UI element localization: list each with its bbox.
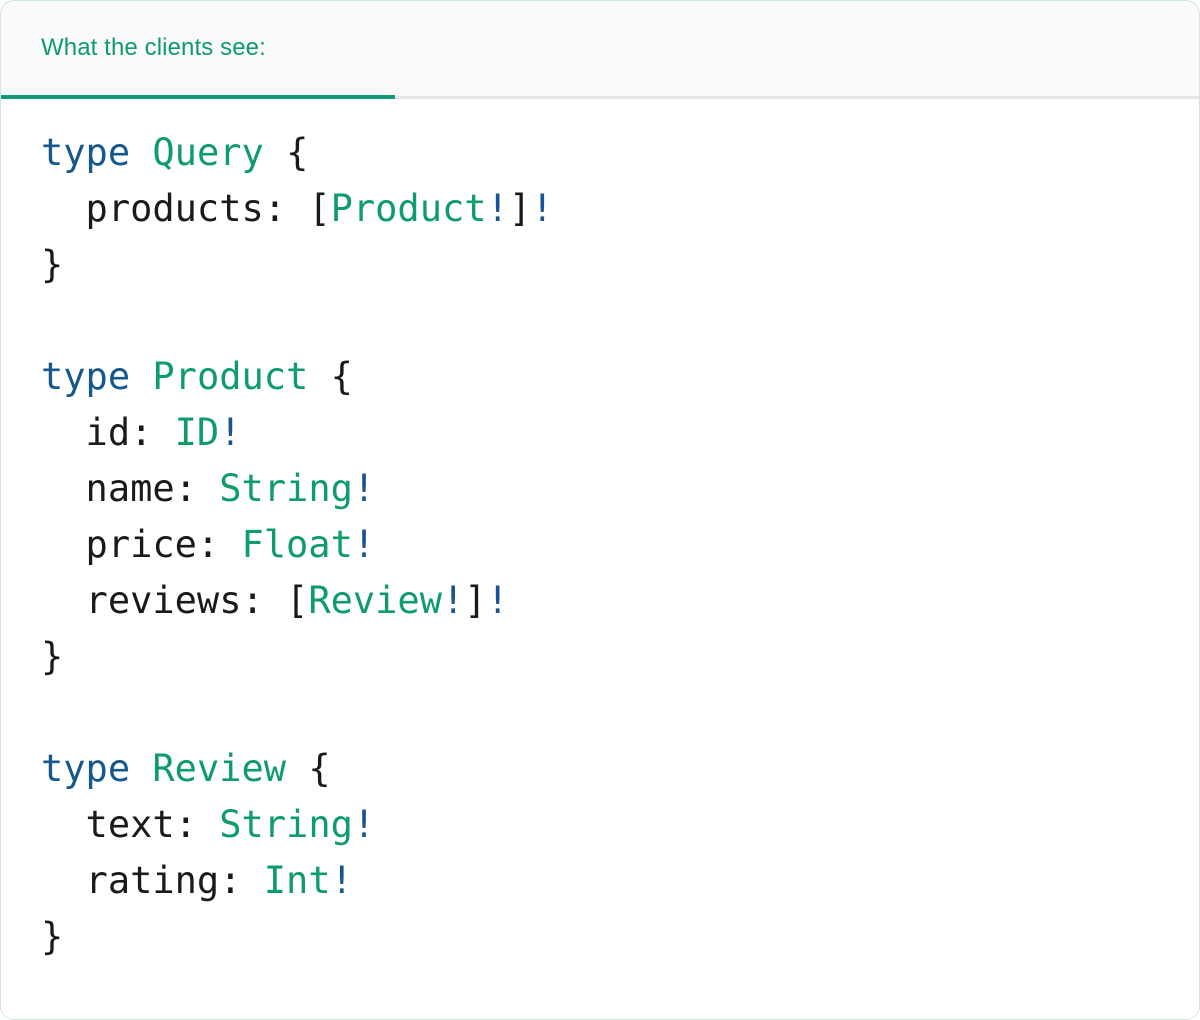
code-token-punct: { bbox=[286, 131, 309, 174]
tab-strip: What the clients see: bbox=[1, 1, 1199, 99]
code-token-punct: [ bbox=[286, 579, 309, 622]
code-token-plain bbox=[130, 131, 152, 174]
code-line bbox=[41, 293, 1159, 349]
code-line: type Query { bbox=[41, 125, 1159, 181]
code-token-field: rating: bbox=[41, 859, 264, 902]
code-line: price: Float! bbox=[41, 517, 1159, 573]
code-pane: type Query { products: [Product!]!} type… bbox=[1, 99, 1199, 1019]
code-token-bang: ! bbox=[486, 579, 509, 622]
code-token-plain bbox=[41, 299, 63, 342]
code-token-type: Review bbox=[152, 747, 287, 790]
code-token-bang: ! bbox=[352, 467, 376, 510]
code-token-plain bbox=[264, 131, 286, 174]
code-token-type: Int bbox=[263, 859, 331, 902]
code-token-type: String bbox=[219, 803, 353, 846]
code-token-field: id: bbox=[41, 411, 175, 454]
code-token-punct: { bbox=[308, 747, 331, 790]
code-token-punct: { bbox=[330, 355, 353, 398]
code-token-bang: ! bbox=[352, 523, 376, 566]
code-line: type Product { bbox=[41, 349, 1159, 405]
code-token-field: products: bbox=[41, 187, 309, 230]
code-token-punct: ] bbox=[508, 187, 532, 230]
code-token-type: Product bbox=[152, 355, 309, 398]
code-line: products: [Product!]! bbox=[41, 181, 1159, 237]
code-token-bang: ! bbox=[486, 187, 509, 230]
code-token-punct: ] bbox=[464, 579, 487, 622]
code-line: } bbox=[41, 909, 1159, 965]
graphql-schema-code[interactable]: type Query { products: [Product!]!} type… bbox=[1, 125, 1199, 965]
code-token-plain bbox=[286, 747, 308, 790]
code-token-punct: } bbox=[41, 635, 64, 678]
code-token-type: Query bbox=[152, 131, 264, 174]
code-line: reviews: [Review!]! bbox=[41, 573, 1159, 629]
code-token-type: Product bbox=[330, 187, 487, 230]
code-token-plain bbox=[130, 747, 152, 790]
code-token-type: ID bbox=[174, 411, 220, 454]
code-token-punct: } bbox=[41, 915, 64, 958]
code-token-kw: type bbox=[41, 131, 131, 174]
tab-what-the-clients-see[interactable]: What the clients see: bbox=[1, 1, 395, 99]
code-token-kw: type bbox=[41, 747, 131, 790]
code-token-punct: [ bbox=[308, 187, 331, 230]
code-token-field: name: bbox=[41, 467, 220, 510]
code-token-punct: } bbox=[41, 243, 64, 286]
code-line: id: ID! bbox=[41, 405, 1159, 461]
code-token-plain bbox=[130, 355, 152, 398]
code-line: rating: Int! bbox=[41, 853, 1159, 909]
code-token-bang: ! bbox=[219, 411, 242, 454]
code-line: name: String! bbox=[41, 461, 1159, 517]
code-token-type: String bbox=[219, 467, 353, 510]
code-token-bang: ! bbox=[330, 859, 353, 902]
code-token-plain bbox=[41, 691, 63, 734]
code-line: } bbox=[41, 629, 1159, 685]
code-token-bang: ! bbox=[441, 579, 465, 622]
tab-label: What the clients see: bbox=[41, 34, 266, 61]
code-token-bang: ! bbox=[352, 803, 376, 846]
code-token-field: text: bbox=[41, 803, 220, 846]
code-token-type: Review bbox=[308, 579, 442, 622]
code-token-kw: type bbox=[41, 355, 131, 398]
code-line: type Review { bbox=[41, 741, 1159, 797]
code-token-plain bbox=[308, 355, 330, 398]
code-line: text: String! bbox=[41, 797, 1159, 853]
code-token-type: Float bbox=[241, 523, 353, 566]
code-token-field: price: bbox=[41, 523, 242, 566]
code-line: } bbox=[41, 237, 1159, 293]
code-line bbox=[41, 685, 1159, 741]
code-token-field: reviews: bbox=[41, 579, 287, 622]
code-token-bang: ! bbox=[531, 187, 554, 230]
